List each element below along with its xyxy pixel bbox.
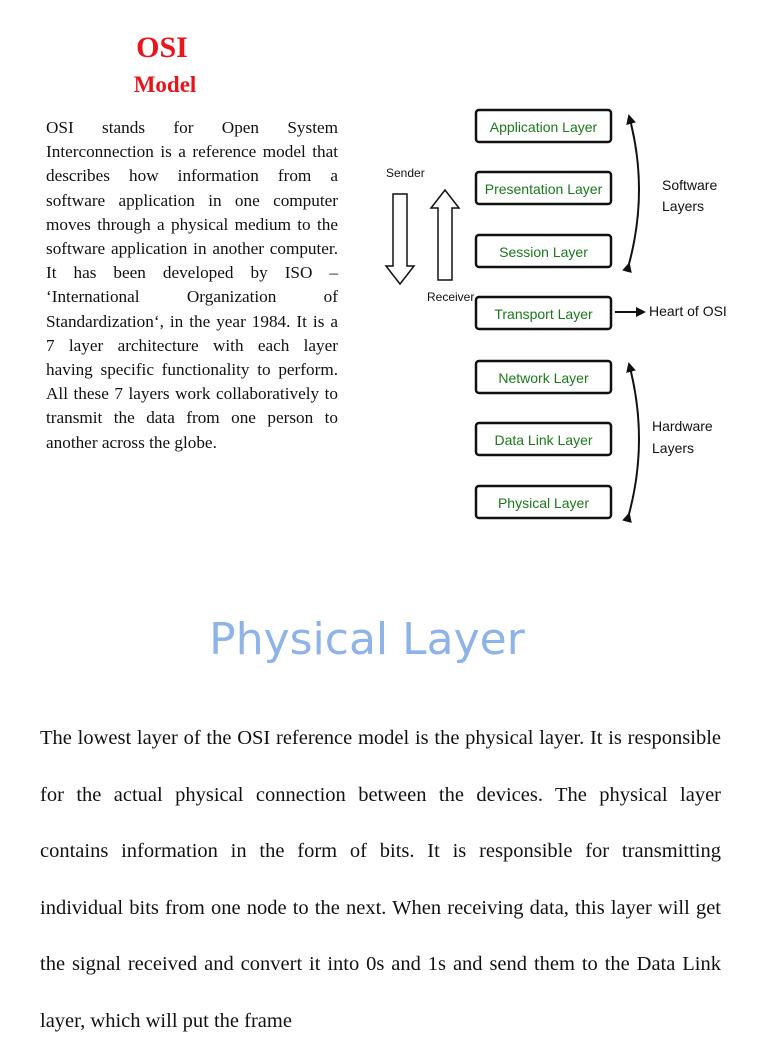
software-layers-arrow-icon	[622, 114, 640, 274]
svg-text:Data Link Layer: Data Link Layer	[494, 432, 592, 448]
software-layers-label-1: Software	[662, 177, 717, 193]
layer-box-application: Application Layer	[474, 108, 613, 144]
osi-layers-diagram: Application Layer Presentation Layer Ses…	[384, 108, 727, 524]
svg-text:Presentation Layer: Presentation Layer	[485, 181, 603, 197]
svg-text:Physical Layer: Physical Layer	[498, 495, 589, 511]
layer-box-data-link: Data Link Layer	[474, 421, 613, 457]
hardware-layers-arrow-icon	[622, 362, 640, 524]
svg-text:Transport Layer: Transport Layer	[494, 306, 593, 322]
svg-text:Session Layer: Session Layer	[499, 244, 588, 260]
layer-box-presentation: Presentation Layer	[474, 170, 613, 206]
hardware-layers-label-1: Hardware	[652, 418, 713, 434]
section-body: The lowest layer of the OSI reference mo…	[40, 727, 721, 1032]
receiver-up-arrow-icon	[429, 188, 461, 281]
intro-paragraph: OSI stands for Open System Interconnecti…	[46, 118, 338, 452]
layer-box-transport: Transport Layer	[474, 295, 613, 331]
section-heading: Physical Layer	[209, 614, 525, 665]
page-subtitle: Model	[133, 72, 197, 97]
layer-box-session: Session Layer	[474, 233, 613, 269]
sender-label: Sender	[386, 166, 425, 180]
svg-text:Network Layer: Network Layer	[498, 370, 589, 386]
receiver-label: Receiver	[427, 290, 474, 304]
heart-of-osi-label: Heart of OSI	[649, 303, 727, 319]
sender-down-arrow-icon	[384, 193, 416, 286]
software-layers-label-2: Layers	[662, 198, 704, 214]
layer-box-network: Network Layer	[474, 359, 613, 395]
hardware-layers-label-2: Layers	[652, 440, 694, 456]
page-title: OSI	[136, 31, 188, 64]
svg-text:Application Layer: Application Layer	[490, 119, 598, 135]
layer-box-physical: Physical Layer	[474, 484, 613, 520]
